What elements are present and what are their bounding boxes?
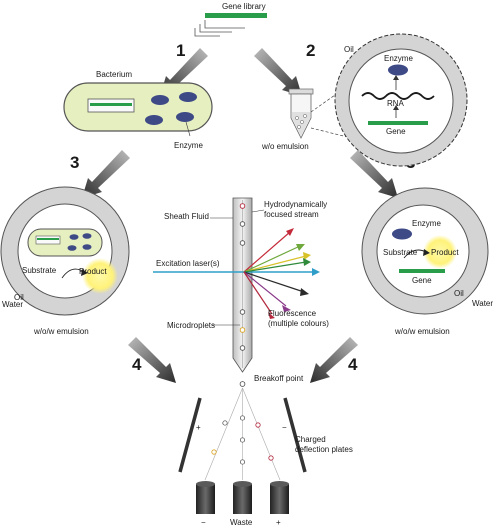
collection-bins xyxy=(196,481,289,514)
microdroplets-label: Microdroplets xyxy=(167,321,215,330)
water-right-label: Water xyxy=(472,299,493,308)
bin-left xyxy=(196,484,215,514)
excitation-laser xyxy=(153,268,320,276)
deflection-plates xyxy=(178,397,307,473)
microdroplet xyxy=(239,221,246,227)
substrate-right-label: Substrate xyxy=(383,248,418,257)
deflection-plate-left xyxy=(178,397,202,473)
rna-label: RNA xyxy=(387,99,405,108)
step-2-arrow xyxy=(254,48,302,96)
excitation-label: Excitation laser(s) xyxy=(156,259,220,268)
sort-streams xyxy=(204,387,281,481)
step-4-left-arrow xyxy=(128,337,176,383)
step-2-number: 2 xyxy=(306,41,315,60)
plasmid-gene xyxy=(90,103,132,106)
step-4-right-arrow xyxy=(310,337,358,383)
fluorescence-label-1: Fluorescence xyxy=(268,309,317,318)
gene-right-label: Gene xyxy=(412,276,432,285)
wow-emulsion-right xyxy=(361,187,489,315)
enzyme-blob xyxy=(392,228,412,240)
microdroplet xyxy=(239,309,246,315)
gene-top-label: Gene xyxy=(386,127,406,136)
product-left-label: Product xyxy=(79,267,107,276)
step-4-left-number: 4 xyxy=(132,355,142,374)
zoomed-droplet xyxy=(334,33,468,167)
charged-label-1: Charged xyxy=(295,435,326,444)
plate-plus-label: + xyxy=(196,423,201,432)
microdroplet xyxy=(239,240,246,246)
emulsion-tube xyxy=(288,88,314,139)
wow-left-label: w/o/w emulsion xyxy=(33,327,89,336)
hydro-label-2: focused stream xyxy=(264,210,319,219)
microdroplet xyxy=(239,203,246,209)
flow-nozzle xyxy=(232,197,253,373)
substrate-left-label: Substrate xyxy=(22,266,57,275)
bacterium-label: Bacterium xyxy=(96,70,132,79)
bin-right xyxy=(270,484,289,514)
microdroplet xyxy=(239,345,246,351)
product-glow xyxy=(423,235,457,269)
step-3-left-number: 3 xyxy=(70,153,79,172)
rna-strand xyxy=(361,92,435,100)
hydro-label-1: Hydrodynamically xyxy=(264,200,327,209)
bin-plus-label: + xyxy=(276,518,281,527)
fluorescence-rays xyxy=(243,228,311,319)
enzyme-blob xyxy=(179,92,197,102)
step-4-right-number: 4 xyxy=(348,355,358,374)
step-1-number: 1 xyxy=(176,41,185,60)
breakoff-label: Breakoff point xyxy=(254,374,304,383)
enzyme-blob xyxy=(176,112,194,122)
enzyme-top-label: Enzyme xyxy=(384,54,413,63)
sheath-fluid-label: Sheath Fluid xyxy=(164,212,209,221)
microdroplet xyxy=(239,327,246,333)
plate-minus-label: − xyxy=(282,423,287,432)
oil-top-label: Oil xyxy=(344,45,354,54)
bin-minus-label: − xyxy=(201,518,206,527)
breakoff-droplet xyxy=(239,381,246,387)
enzyme-right-label: Enzyme xyxy=(412,219,441,228)
water-left-label: Water xyxy=(2,300,23,309)
enzyme-blob xyxy=(388,64,408,76)
enzyme-blob xyxy=(145,115,163,125)
wow-emulsion-left xyxy=(0,186,130,316)
wow-right-label: w/o/w emulsion xyxy=(394,327,450,336)
product-glow xyxy=(82,258,118,294)
oil-left-label: Oil xyxy=(14,293,24,302)
charged-label-2: deflection plates xyxy=(295,445,353,454)
gene-library: Gene library xyxy=(194,2,267,37)
deflection-plate-right xyxy=(283,397,307,473)
wo-emulsion-label: w/o emulsion xyxy=(261,142,309,151)
bin-waste xyxy=(233,484,252,514)
step-3-right-arrow xyxy=(350,150,398,198)
waste-label: Waste xyxy=(230,518,253,527)
step-3-left-arrow xyxy=(82,150,130,198)
bacterium xyxy=(63,82,213,137)
oil-right-label: Oil xyxy=(454,289,464,298)
fluorescence-label-2: (multiple colours) xyxy=(268,319,329,328)
enzyme-left-label: Enzyme xyxy=(174,141,203,150)
product-right-label: Product xyxy=(431,248,459,257)
gene-library-strand xyxy=(205,13,267,18)
enzyme-blob xyxy=(151,95,169,105)
gene-strand xyxy=(399,269,445,273)
gene-library-label: Gene library xyxy=(222,2,266,11)
gene-strand xyxy=(368,121,428,125)
